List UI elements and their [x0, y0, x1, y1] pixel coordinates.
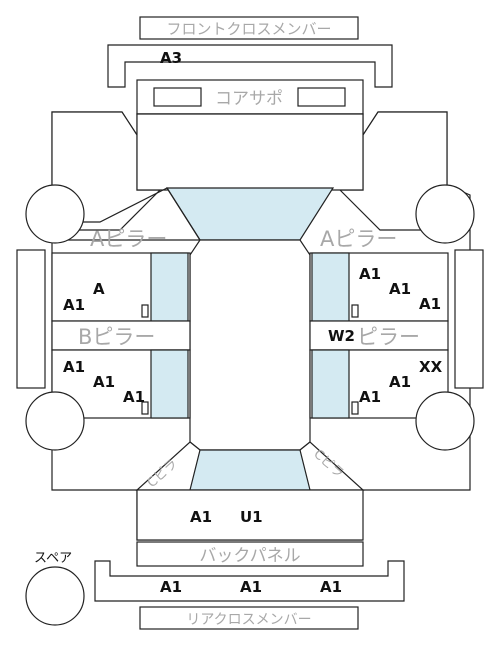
wheel-rear-left	[25, 391, 85, 451]
front-cross-member-box	[139, 16, 359, 40]
headlight-left	[153, 87, 202, 107]
code-fr-door-1: A1	[359, 265, 381, 283]
roof	[189, 239, 311, 451]
code-fr-door-3: A1	[419, 295, 441, 313]
side-skirt-right	[454, 249, 484, 389]
code-rl-door-1: A1	[63, 358, 85, 376]
front-left-window	[150, 252, 189, 322]
code-fr-door-2: A1	[389, 280, 411, 298]
rear-bumper-outline	[94, 560, 405, 602]
code-fl-door-a1: A1	[63, 296, 85, 314]
code-fl-door-a: A	[93, 280, 105, 298]
a-pillar-left-label: Aピラー	[90, 227, 167, 251]
code-rr-door-xx: XX	[419, 358, 443, 376]
handle-front-right	[351, 304, 359, 318]
back-panel-box	[136, 541, 364, 567]
rear-left-window	[150, 349, 189, 419]
headlight-right	[297, 87, 346, 107]
front-bumper-outline	[107, 44, 393, 88]
rear-cross-member-box	[139, 606, 359, 630]
code-rr-door-2: A1	[359, 388, 381, 406]
a-pillar-right-label: Aピラー	[320, 227, 397, 251]
rear-windshield	[189, 449, 311, 491]
code-front-cross: A3	[160, 49, 182, 67]
trunk-lid	[136, 489, 364, 541]
code-rl-door-3: A1	[123, 388, 145, 406]
spare-label: スペア	[34, 551, 72, 566]
code-right-b-pillar: W2	[328, 327, 355, 345]
code-trunk-1: A1	[190, 508, 212, 526]
handle-rear-right	[351, 401, 359, 415]
b-pillar-left	[51, 320, 191, 351]
b-pillar-right	[309, 320, 449, 351]
code-rl-door-2: A1	[93, 373, 115, 391]
rear-cross-member-label: リアクロスメンバー	[186, 612, 311, 628]
handle-front-left	[141, 304, 149, 318]
hood	[136, 113, 364, 191]
rear-right-window	[311, 349, 350, 419]
code-rear-cross-1: A1	[160, 578, 182, 596]
handle-rear-left	[141, 401, 149, 415]
front-right-window	[311, 252, 350, 322]
b-pillar-right-label: ピラー	[357, 325, 420, 349]
front-cross-member-label: フロントクロスメンバー	[166, 20, 331, 38]
core-support-label: コアサポ	[215, 89, 283, 109]
code-rear-cross-3: A1	[320, 578, 342, 596]
wheel-rear-right	[415, 391, 475, 451]
side-skirt-left	[16, 249, 46, 389]
spare-tire	[25, 566, 85, 626]
wheel-front-left	[25, 184, 85, 244]
code-rr-door-1: A1	[389, 373, 411, 391]
code-trunk-2: U1	[240, 508, 263, 526]
wheel-front-right	[415, 184, 475, 244]
b-pillar-left-label: Bピラー	[78, 325, 155, 349]
code-rear-cross-2: A1	[240, 578, 262, 596]
back-panel-label: バックパネル	[199, 546, 300, 566]
